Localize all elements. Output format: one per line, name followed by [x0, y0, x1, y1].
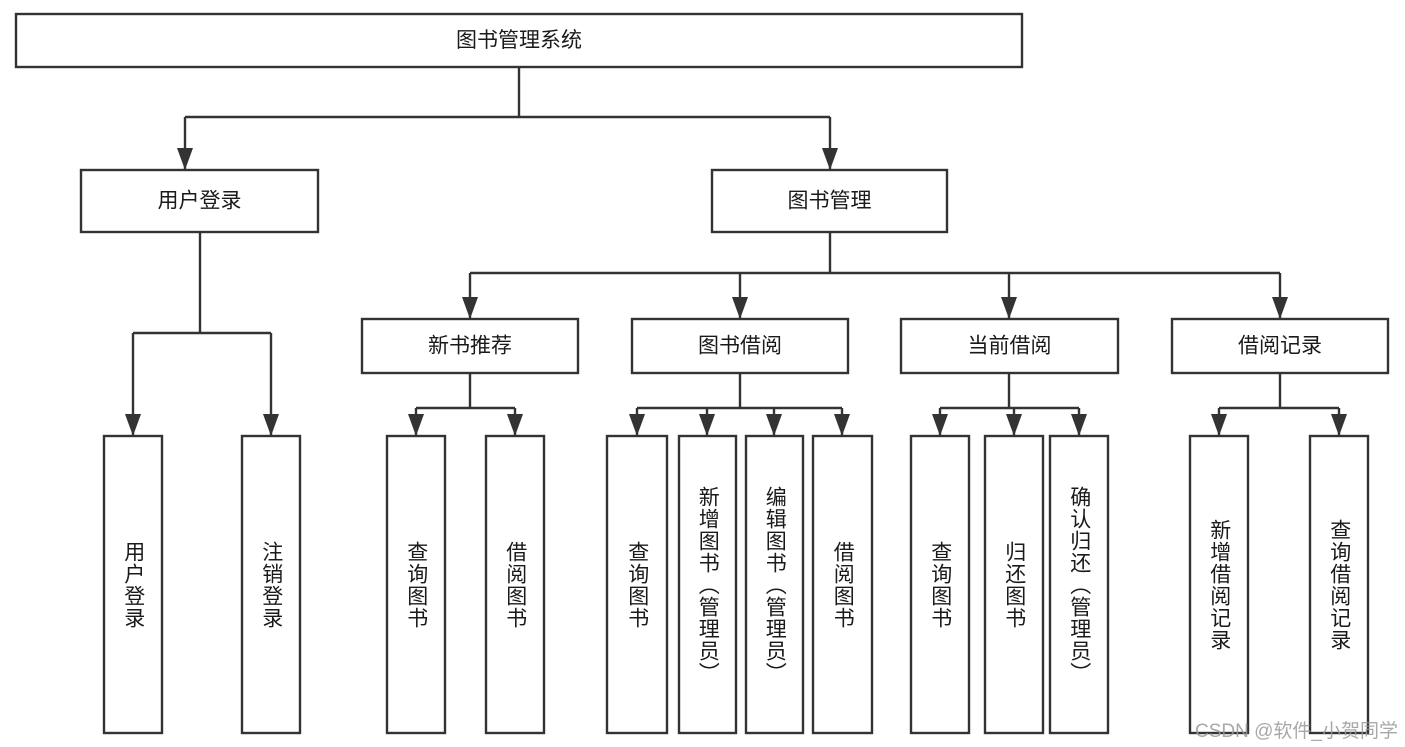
arrow-head-icon	[1071, 414, 1087, 436]
arrow-head-icon	[629, 414, 645, 436]
node-leaf-query-record[interactable]	[1308, 434, 1370, 735]
node-leaf-borrow-book-2[interactable]	[811, 434, 874, 735]
node-user-login[interactable]	[79, 168, 320, 234]
arrow-head-icon	[822, 148, 838, 170]
arrow-head-icon	[1001, 297, 1017, 319]
arrow-head-icon	[699, 414, 715, 436]
arrow-head-icon	[125, 414, 141, 436]
node-leaf-logout[interactable]	[240, 434, 302, 735]
node-root-label: 图书管理系统	[456, 29, 582, 52]
node-new-book-recommend[interactable]	[360, 317, 580, 375]
node-leaf-confirm-return[interactable]	[1048, 434, 1110, 735]
csdn-watermark: CSDN @软件_小贺同学	[1195, 721, 1398, 742]
node-borrow-record[interactable]	[1170, 317, 1390, 375]
arrow-head-icon	[263, 414, 279, 436]
arrow-head-icon	[408, 414, 424, 436]
node-book-manage-label: 图书管理	[788, 190, 872, 213]
node-current-borrow[interactable]	[899, 317, 1120, 375]
node-leaf-query-book-3[interactable]	[909, 434, 971, 735]
node-leaf-return-book[interactable]	[983, 434, 1045, 735]
arrow-head-icon	[834, 414, 850, 436]
arrow-head-icon	[177, 148, 193, 170]
arrow-head-icon	[932, 414, 948, 436]
node-leaf-query-book-1[interactable]	[385, 434, 447, 735]
node-new-book-recommend-label: 新书推荐	[428, 335, 512, 358]
node-leaf-add-record[interactable]	[1188, 434, 1250, 735]
node-user-login-label: 用户登录	[158, 190, 242, 213]
node-book-borrow-label: 图书借阅	[698, 335, 782, 358]
node-leaf-user-login[interactable]	[102, 434, 164, 735]
arrow-head-icon	[766, 414, 782, 436]
boxes-layer	[14, 12, 1390, 735]
arrow-head-icon	[1331, 414, 1347, 436]
arrow-head-icon	[1272, 297, 1288, 319]
node-current-borrow-label: 当前借阅	[968, 335, 1052, 358]
arrow-head-icon	[507, 414, 523, 436]
arrow-head-icon	[1006, 414, 1022, 436]
arrow-head-icon	[732, 297, 748, 319]
node-leaf-add-book[interactable]	[677, 434, 738, 735]
arrow-head-icon	[1211, 414, 1227, 436]
edges-layer	[125, 67, 1347, 436]
arrow-head-icon	[462, 297, 478, 319]
node-leaf-edit-book[interactable]	[744, 434, 805, 735]
node-leaf-query-book-2[interactable]	[605, 434, 669, 735]
node-book-manage[interactable]	[710, 168, 949, 234]
node-root[interactable]	[14, 12, 1024, 69]
node-leaf-borrow-book-1[interactable]	[484, 434, 546, 735]
node-book-borrow[interactable]	[630, 317, 850, 375]
node-borrow-record-label: 借阅记录	[1238, 335, 1322, 358]
